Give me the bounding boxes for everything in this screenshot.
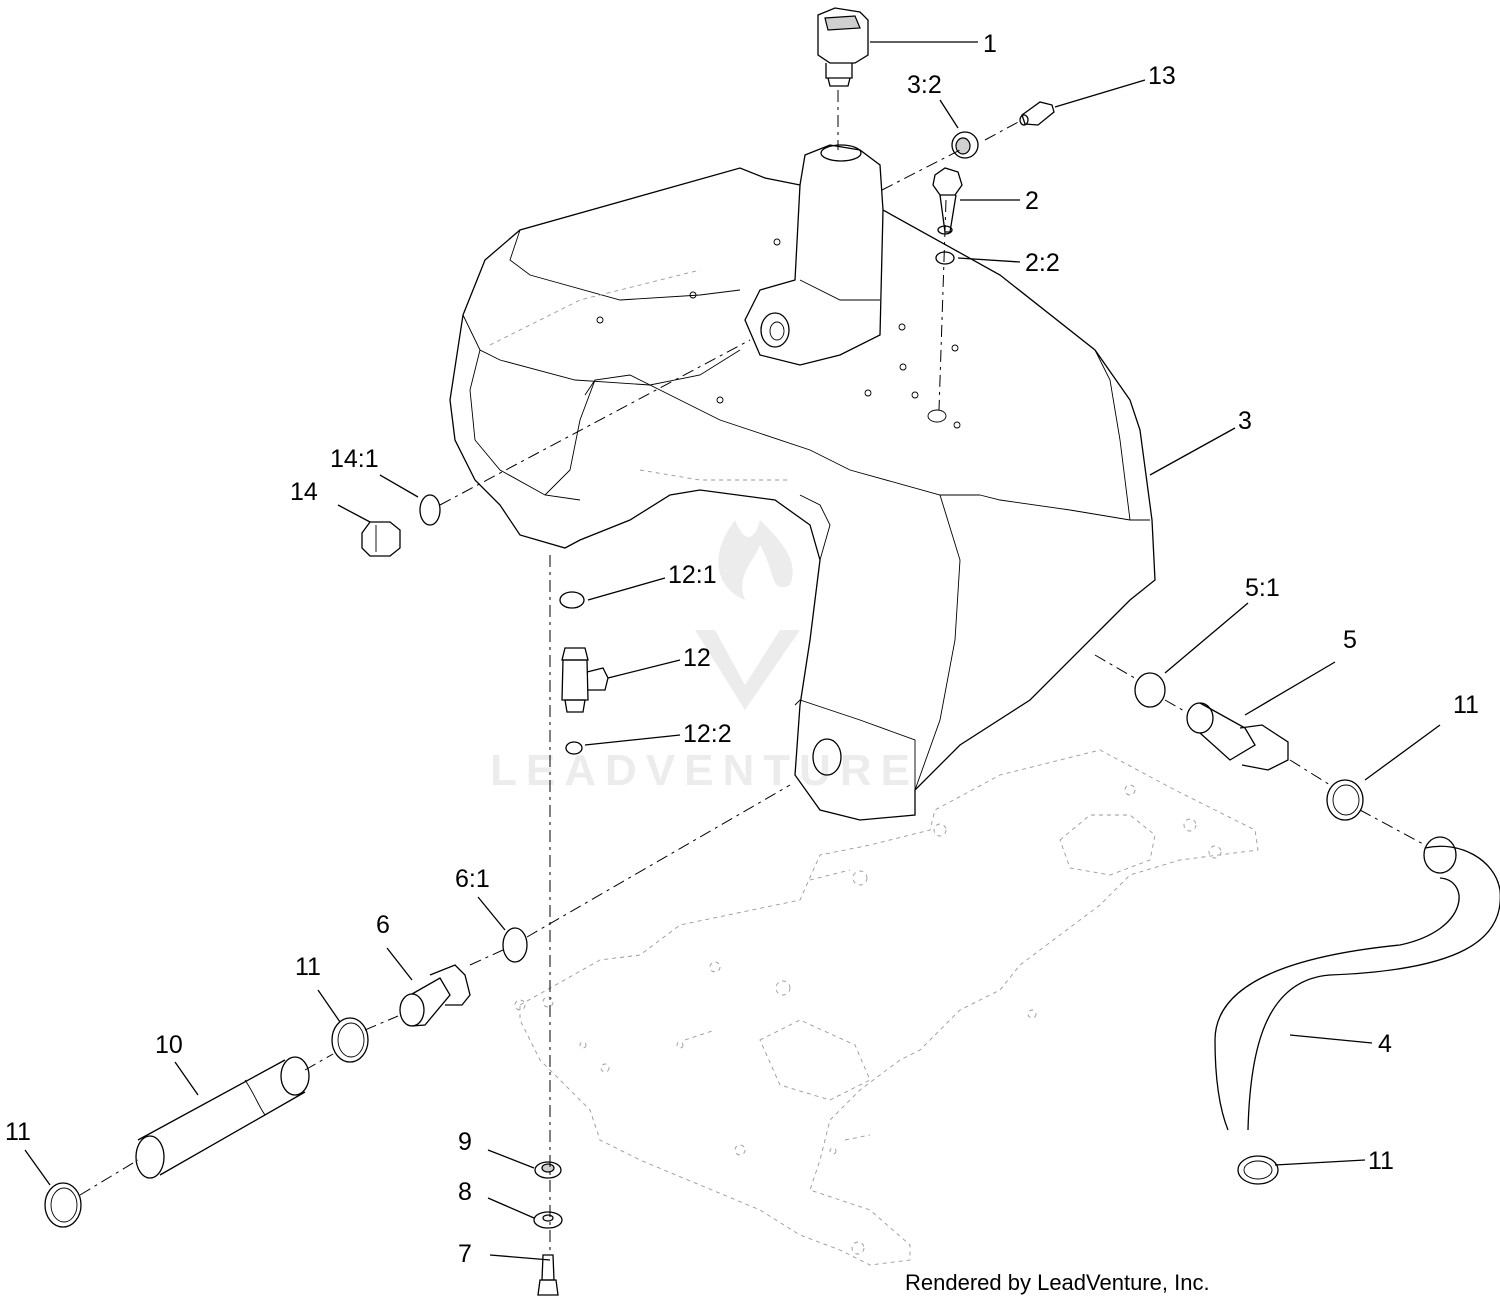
callout-6: 6 [376, 911, 390, 939]
callout-3-2: 3:2 [907, 71, 942, 99]
callout-6-1: 6:1 [455, 865, 490, 893]
o-ring-14-1 [419, 494, 441, 526]
callout-1: 1 [983, 30, 997, 58]
o-ring-12-2 [565, 741, 583, 755]
callout-13: 13 [1148, 62, 1176, 90]
callout-14-1: 14:1 [330, 445, 379, 473]
callouts: 1 2 2:2 3 3:2 4 5 5:1 6 6:1 7 8 9 10 11 … [5, 30, 1479, 1268]
callout-7: 7 [458, 1240, 472, 1268]
fitting-13 [1019, 101, 1055, 126]
o-ring-6-1 [502, 927, 528, 963]
callout-14: 14 [290, 478, 318, 506]
o-ring-12-1 [559, 591, 585, 609]
fuel-tank [449, 144, 1156, 821]
callout-12-1: 12:1 [668, 561, 717, 589]
callout-11-d: 11 [1368, 1147, 1394, 1175]
callout-11-a: 11 [1453, 691, 1479, 719]
callout-2: 2 [1025, 187, 1039, 215]
leader-lines [24, 41, 1441, 1261]
callout-2-2: 2:2 [1025, 249, 1060, 277]
footer-credit: Rendered by LeadVenture, Inc. [905, 1270, 1210, 1295]
plug-14 [361, 521, 401, 557]
watermark-text: LEADVENTURE [490, 746, 919, 795]
fitting-5 [1186, 702, 1289, 771]
assembly-lines [79, 90, 1426, 1250]
bolt-7 [537, 1254, 559, 1296]
vent-valve [932, 167, 963, 235]
hose-clamp-11-a [1326, 779, 1364, 821]
callout-12-2: 12:2 [683, 720, 732, 748]
fuel-cap [817, 7, 869, 87]
grommet-3-2 [951, 131, 979, 159]
callout-10: 10 [155, 1031, 183, 1059]
hose-clamp-11-d [1237, 1155, 1279, 1185]
tee-fitting-12 [561, 647, 609, 713]
washer-8 [533, 1211, 563, 1229]
o-ring-2-2 [935, 251, 955, 265]
callout-3: 3 [1238, 407, 1252, 435]
hose-10 [135, 1056, 310, 1179]
callout-11-c: 11 [5, 1118, 31, 1146]
callout-11-b: 11 [295, 953, 321, 981]
callout-8: 8 [458, 1178, 472, 1206]
watermark-logo: LEADVENTURE [490, 520, 919, 795]
fuel-hose-4 [1214, 836, 1500, 1131]
o-ring-5-1 [1134, 672, 1166, 708]
callout-5: 5 [1343, 626, 1357, 654]
callout-5-1: 5:1 [1245, 574, 1280, 602]
mounting-plate [514, 749, 1259, 1266]
hose-clamp-11-c [44, 1182, 82, 1228]
callout-9: 9 [458, 1128, 472, 1156]
fitting-6 [399, 964, 471, 1027]
spacer-9 [534, 1161, 562, 1179]
hose-clamp-11-b [331, 1017, 369, 1063]
callout-12: 12 [683, 644, 711, 672]
callout-4: 4 [1378, 1030, 1392, 1058]
